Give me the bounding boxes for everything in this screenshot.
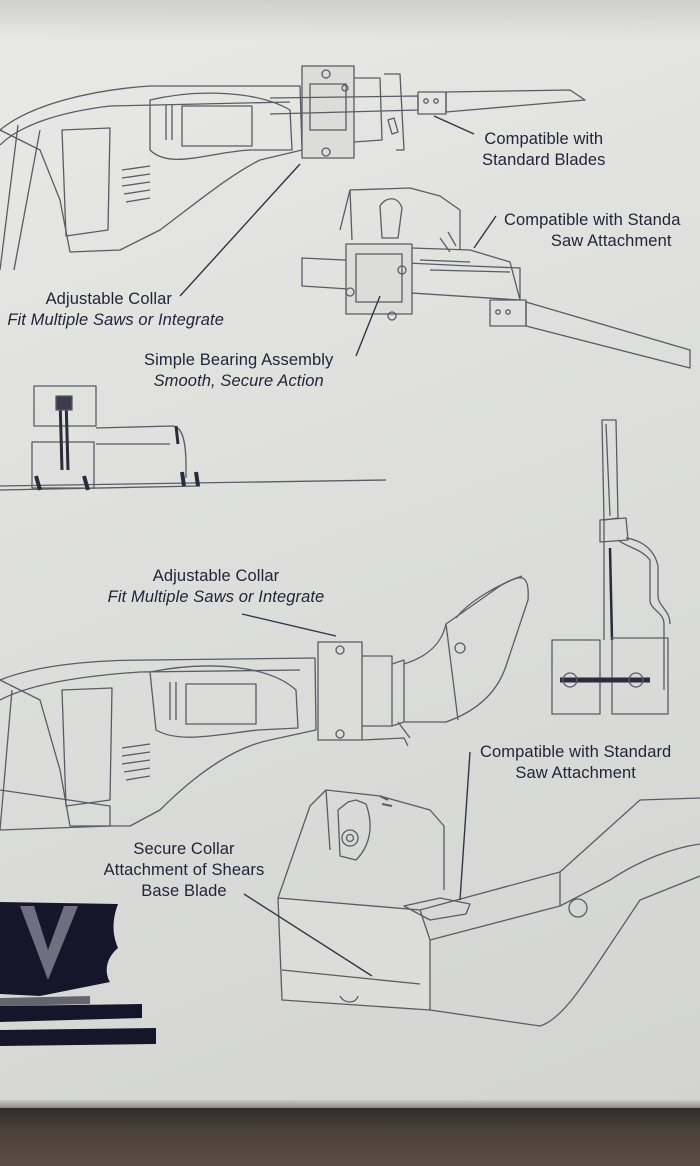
vertical-assembly-drawing (552, 420, 670, 714)
callout-standard-blades: Compatible with Standard Blades (482, 129, 606, 171)
desk-surface (0, 1108, 700, 1166)
callout-adjustable-collar-mid: Adjustable Collar Fit Multiple Saws or I… (96, 566, 336, 608)
brand-logo (0, 902, 156, 1046)
callout-adjustable-collar-top: Adjustable Collar Fit Multiple Saws or I… (0, 289, 224, 331)
callout-saw-attachment-top: Compatible with Standa Saw Attachment (504, 210, 680, 252)
middle-saw-with-shears (0, 576, 528, 830)
callout-secure-collar: Secure Collar Attachment of Shears Base … (94, 839, 274, 902)
callout-saw-attachment-bottom: Compatible with Standard Saw Attachment (480, 742, 671, 784)
callout-bearing-assembly: Simple Bearing Assembly Smooth, Secure A… (144, 350, 333, 392)
side-view-assembly (0, 386, 386, 490)
bottom-shear-attachment (278, 790, 700, 1026)
catalog-page: Compatible with Standard Blades Compatib… (0, 0, 700, 1108)
